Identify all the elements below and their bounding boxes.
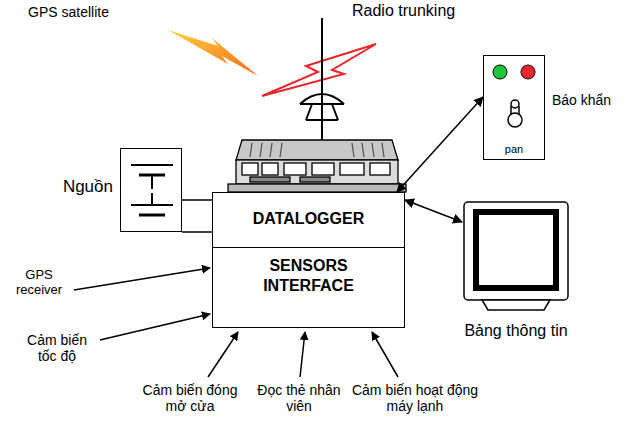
datalogger-device [228, 140, 406, 192]
signal-label: GPS satellite [28, 4, 109, 20]
data-link-arrow [405, 200, 462, 222]
input-label: Đọc thẻ nhân viên [256, 382, 342, 414]
node-text: Báo khẩn [552, 92, 612, 110]
node-text: Nguồn [63, 177, 113, 197]
input-label: GPS receiver [6, 268, 72, 298]
antenna [300, 18, 344, 140]
node-shape [121, 149, 183, 233]
power-wire [182, 200, 212, 232]
input-label: Cảm biến đóng mở cửa [138, 382, 242, 414]
datalogger-box: DATALOGGER [212, 192, 405, 248]
panic-button: panBáo khẩn [483, 55, 545, 160]
power-source: Nguồn [120, 148, 182, 232]
node-text: DATALOGGER [219, 209, 398, 228]
input-label: Cảm biến hoạt động máy lạnh [348, 382, 482, 414]
node-text: pan [484, 143, 544, 155]
sensors-interface-box: SENSORS INTERFACE [212, 247, 405, 328]
node-text: Bảng thông tin [432, 322, 600, 340]
node-shape [462, 200, 570, 312]
information-display: Bảng thông tin [462, 200, 570, 312]
radio-signal-bolt [262, 44, 376, 96]
input-label: Cảm biến tốc độ [16, 332, 98, 364]
data-link-arrow [397, 97, 483, 192]
node-text: SENSORS INTERFACE [243, 256, 374, 296]
signal-label: Radio trunking [352, 2, 455, 20]
gps-signal-bolt [168, 30, 258, 76]
